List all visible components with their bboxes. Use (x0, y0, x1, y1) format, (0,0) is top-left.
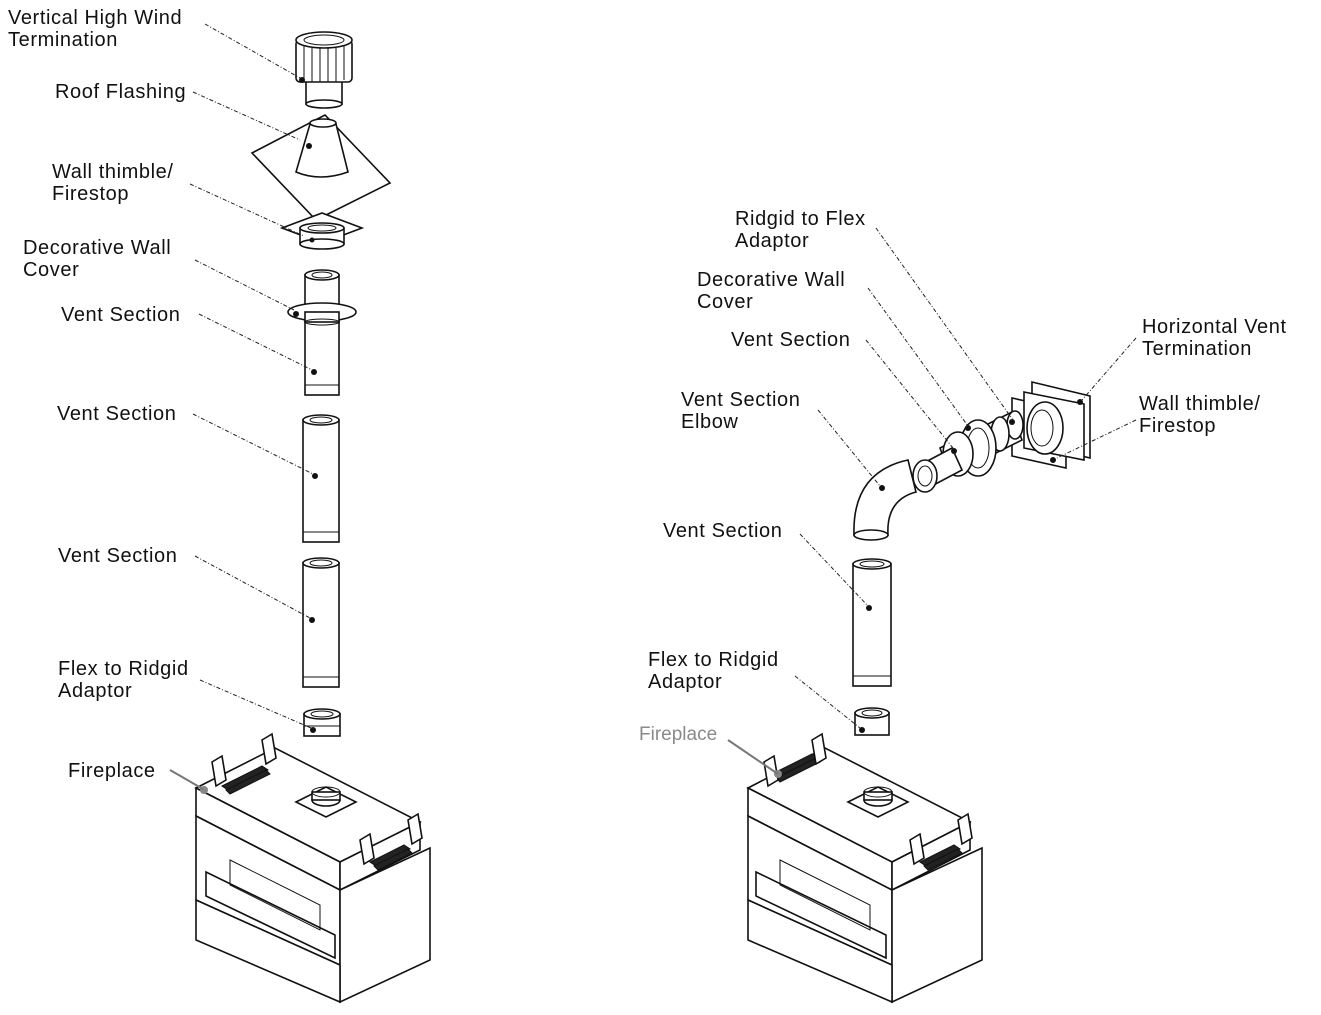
roof-flashing (250, 114, 392, 221)
left-labels: Vertical High Wind Termination Roof Flas… (8, 7, 195, 782)
label-decorative-wall-cover-right: Decorative Wall Cover (697, 269, 851, 313)
horizontal-vent-run (912, 410, 1024, 493)
label-vent-section-2: Vent Section (57, 403, 177, 425)
flex-adaptor-right (854, 707, 890, 736)
label-vent-section-3: Vent Section (58, 545, 178, 567)
wall-thimble-left (279, 212, 365, 250)
vent-elbow (853, 459, 917, 541)
vent-section-1 (287, 269, 357, 396)
fireplace-left (194, 732, 431, 1004)
label-vent-section-right: Vent Section (663, 520, 783, 542)
label-fireplace-left: Fireplace (68, 760, 156, 782)
label-vent-section-1: Vent Section (61, 304, 181, 326)
vent-section-2 (302, 414, 340, 543)
right-labels: Ridgid to Flex Adaptor Decorative Wall C… (639, 208, 1293, 745)
label-vent-section-elbow: Vent Section Elbow (681, 389, 807, 433)
left-assembly: Vertical High Wind Termination Roof Flas… (8, 7, 431, 1004)
label-wall-thimble-left: Wall thimble/ Firestop (52, 161, 180, 205)
label-fireplace-right: Fireplace (639, 724, 717, 745)
label-vertical-termination: Vertical High Wind Termination (8, 7, 188, 51)
vent-section-right (852, 558, 892, 687)
label-flex-to-ridgid-right: Flex to Ridgid Adaptor (648, 649, 785, 693)
label-flex-to-ridgid-left: Flex to Ridgid Adaptor (58, 658, 195, 702)
flex-adaptor-left (303, 708, 341, 737)
label-roof-flashing: Roof Flashing (55, 81, 186, 103)
left-leaders (169, 23, 314, 790)
vertical-termination-cap (295, 31, 353, 109)
right-leaders (727, 227, 1137, 775)
label-horizontal-termination: Horizontal Vent Termination (1142, 316, 1293, 360)
label-ridgid-to-flex: Ridgid to Flex Adaptor (735, 208, 872, 252)
fireplace-right (746, 732, 983, 1004)
right-assembly: Ridgid to Flex Adaptor Decorative Wall C… (639, 208, 1293, 1004)
label-decorative-wall-cover-left: Decorative Wall Cover (23, 237, 177, 281)
label-vent-section-top-right: Vent Section (731, 329, 851, 351)
label-wall-thimble-right: Wall thimble/ Firestop (1139, 393, 1267, 437)
vent-section-3 (302, 557, 340, 688)
